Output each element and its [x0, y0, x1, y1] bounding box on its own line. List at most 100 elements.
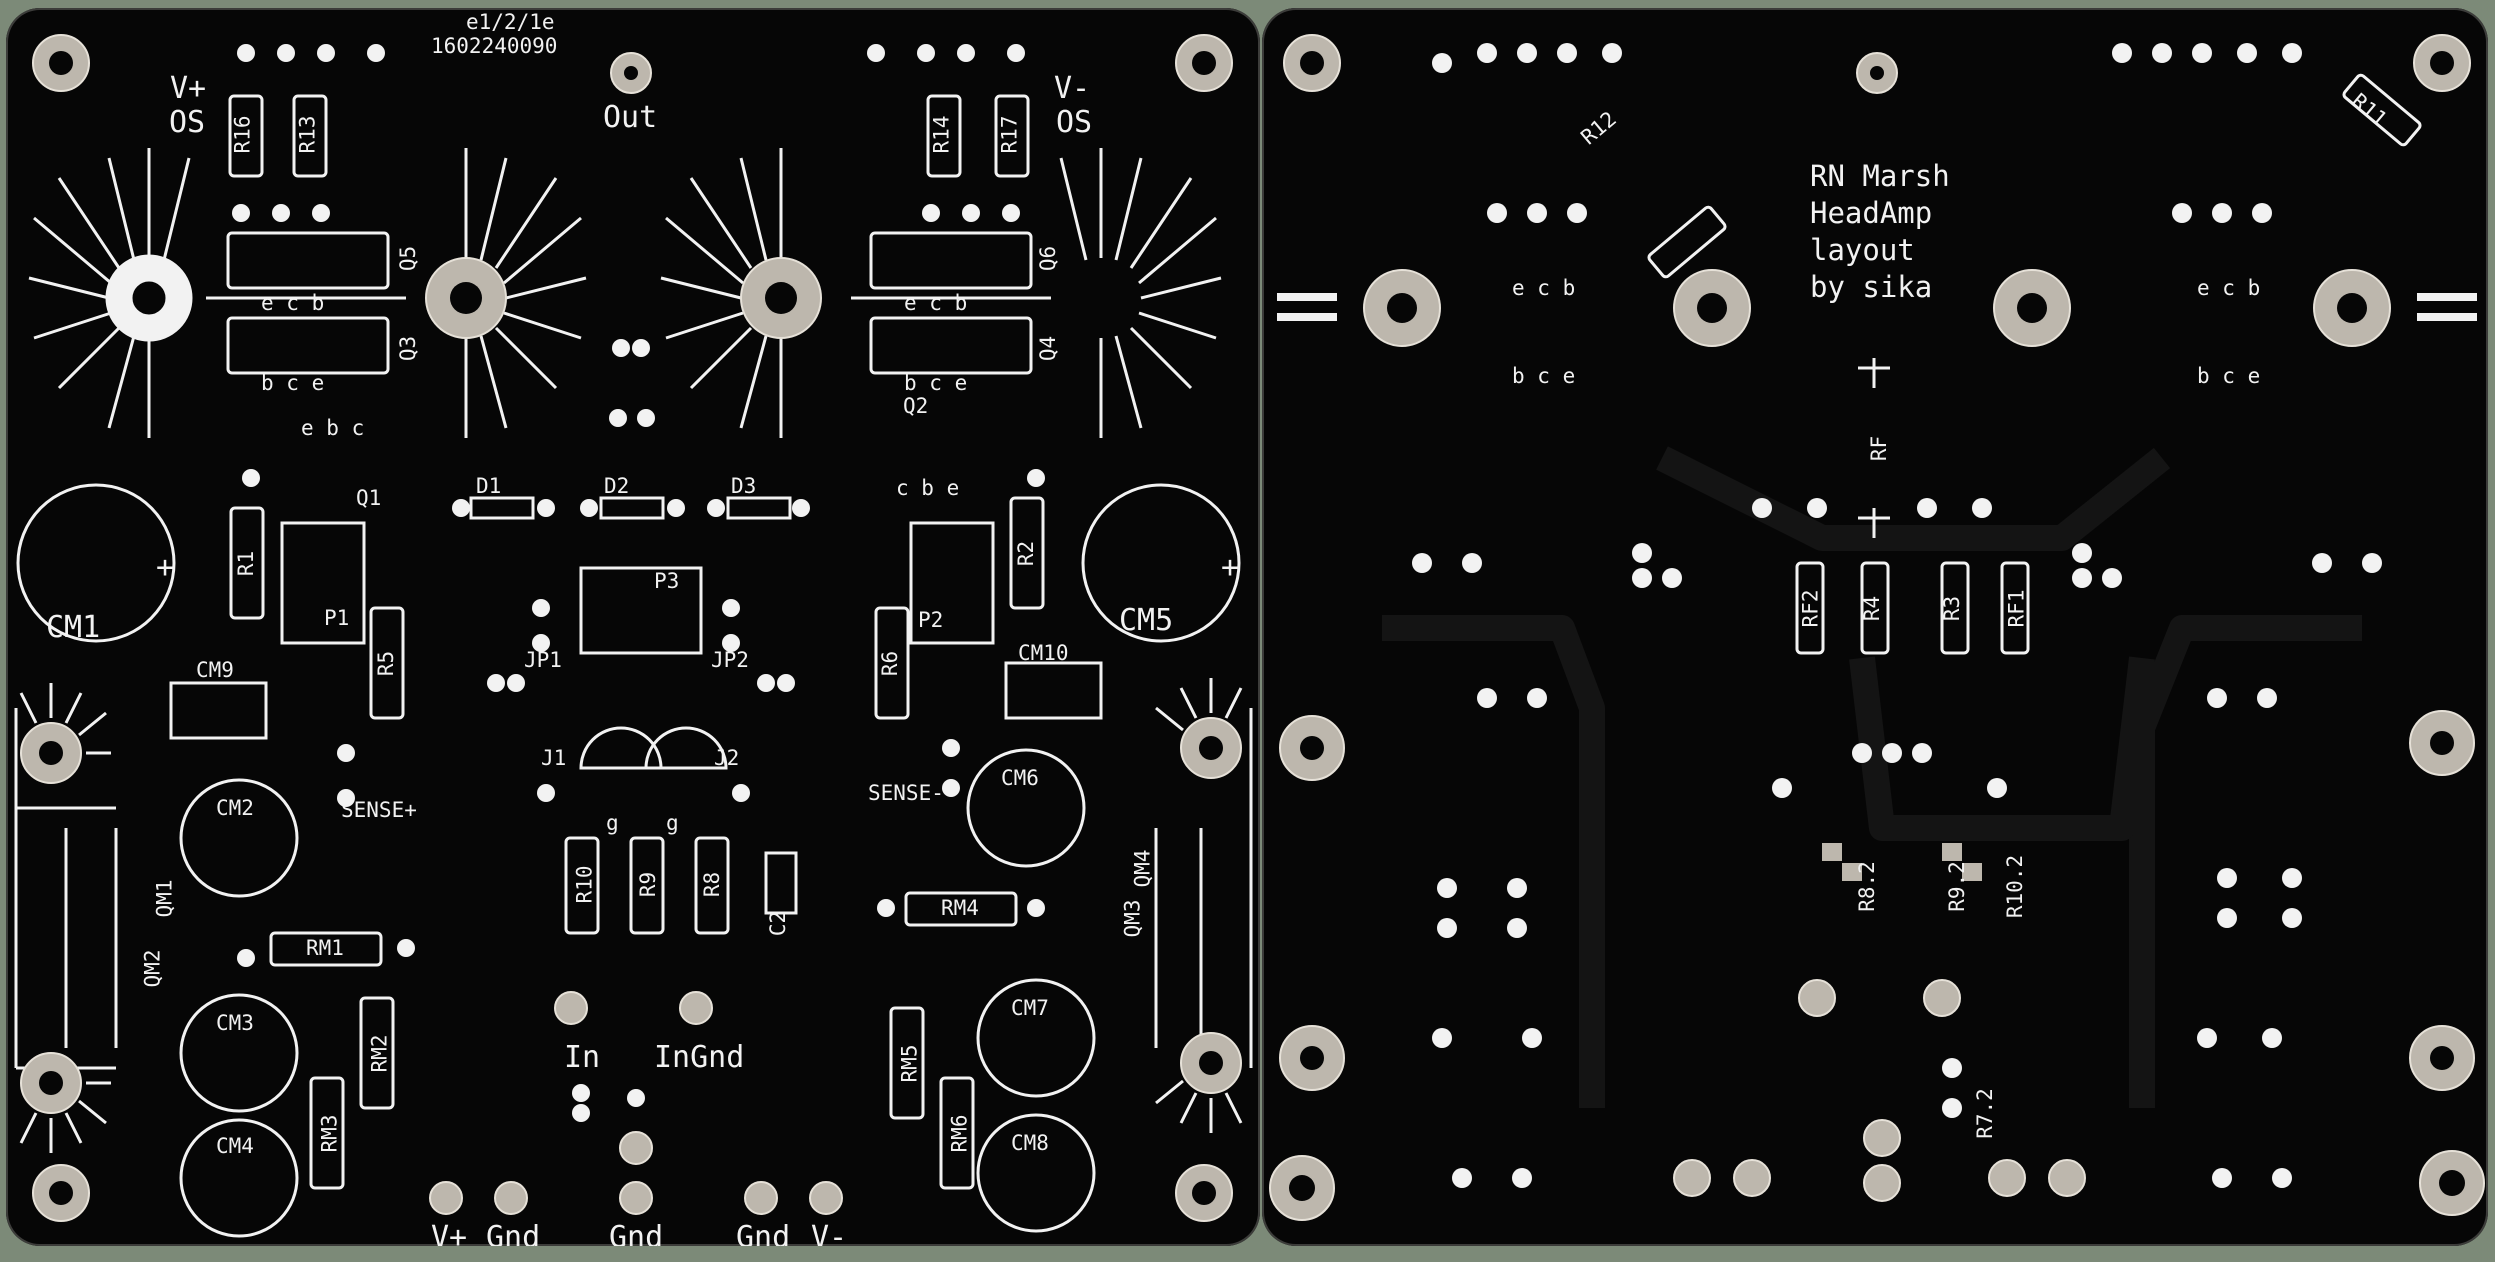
label-in: In	[564, 1040, 601, 1075]
label-d2: D2	[604, 474, 630, 498]
label-j2: J2	[714, 746, 740, 770]
label-q3: Q3	[396, 335, 421, 362]
label-q4: Q4	[1036, 335, 1061, 362]
pinout-q1: e b c	[301, 416, 365, 440]
label-r3: R3	[1940, 595, 1965, 622]
pinout-q2: c b e	[896, 476, 960, 500]
label-r7-2: R7.2	[1972, 1088, 1997, 1139]
label-r10: R10	[572, 865, 597, 904]
label-cm5: CM5	[1119, 603, 1174, 638]
label-q6: Q6	[1036, 245, 1061, 272]
label-r10-2: R10.2	[2003, 854, 2028, 919]
label-gnd-left: Gnd	[486, 1220, 541, 1247]
label-r9-2: R9.2	[1944, 861, 1969, 912]
back-copper-artwork	[1269, 34, 2485, 1221]
label-sense-plus: SENSE+	[341, 798, 417, 822]
label-p3: P3	[654, 569, 680, 593]
label-cm8: CM8	[1011, 1131, 1049, 1155]
heatsink-top-center-right	[660, 148, 783, 438]
label-vminus-bottom: V-	[811, 1220, 848, 1247]
label-rf: RF	[1867, 435, 1892, 462]
label-cm3: CM3	[216, 1011, 254, 1035]
pinout-back-right-top: e c b	[2197, 276, 2261, 300]
label-out: Out	[603, 100, 658, 135]
label-qm4: QM4	[1130, 849, 1155, 888]
label-qm3: QM3	[1120, 899, 1145, 938]
label-q2: Q2	[903, 394, 929, 418]
label-gnd-right: Gnd	[736, 1220, 791, 1247]
back-pcb: RN Marsh HeadAmp layout by sika R12 R11 …	[1262, 8, 2488, 1246]
gate-j2: g	[666, 811, 679, 835]
label-rm4: RM4	[941, 896, 979, 920]
label-rm2: RM2	[367, 1034, 392, 1073]
label-ingnd: InGnd	[654, 1040, 745, 1075]
heatsink-top-left	[28, 148, 193, 438]
pinout-q6: e c b	[904, 291, 968, 315]
label-cm9: CM9	[196, 658, 234, 682]
label-rf2: RF2	[1798, 589, 1823, 628]
label-jp2: JP2	[711, 648, 749, 672]
label-q1: Q1	[356, 486, 382, 510]
heatsink-top-right	[1059, 148, 1222, 438]
label-cm10: CM10	[1018, 641, 1069, 665]
label-r4: R4	[1860, 595, 1885, 622]
front-date-code: e1/2/1e	[466, 10, 555, 34]
front-serial-number: 1602240090	[431, 34, 558, 58]
label-p1: P1	[324, 606, 350, 630]
label-cm1: CM1	[46, 610, 101, 645]
label-gnd-mid: Gnd	[609, 1220, 664, 1247]
label-r8-2: R8.2	[1854, 861, 1879, 912]
label-r5: R5	[374, 650, 399, 677]
label-vplus-bottom: V+	[431, 1220, 468, 1247]
label-r13: R13	[295, 115, 320, 154]
label-jp1: JP1	[524, 648, 562, 672]
label-sense-minus: SENSE-	[868, 781, 944, 805]
label-j1: J1	[541, 746, 567, 770]
credit-line-1: RN Marsh	[1810, 159, 1950, 193]
label-cm6: CM6	[1001, 766, 1039, 790]
label-r2: R2	[1014, 540, 1039, 567]
label-r9: R9	[636, 871, 661, 898]
label-vminus-top: V-	[1054, 71, 1091, 106]
plus-cm5: +	[1221, 550, 1240, 585]
pinout-back-left-bottom: b c e	[1512, 364, 1576, 388]
pinout-back-left-top: e c b	[1512, 276, 1576, 300]
label-q5: Q5	[396, 245, 421, 272]
credit-line-2: HeadAmp	[1810, 196, 1933, 230]
label-r16: R16	[230, 115, 255, 154]
label-cm2: CM2	[216, 796, 254, 820]
pinout-q3: b c e	[261, 371, 325, 395]
label-qm2: QM2	[140, 949, 165, 988]
label-r14: R14	[929, 115, 954, 154]
label-rm1: RM1	[306, 936, 344, 960]
label-cm7: CM7	[1011, 996, 1049, 1020]
gate-j1: g	[606, 811, 619, 835]
label-rm3: RM3	[317, 1114, 342, 1153]
label-r8: R8	[700, 871, 725, 898]
heatsink-top-center-left	[464, 148, 587, 438]
pinout-q5: e c b	[261, 291, 325, 315]
label-os-right: OS	[1056, 105, 1093, 140]
label-r6: R6	[878, 650, 903, 677]
front-pcb: e1/2/1e 1602240090 V+ OS Out V- OS R16 R…	[6, 8, 1260, 1246]
label-rm6: RM6	[947, 1114, 972, 1153]
back-credit-block: RN Marsh HeadAmp layout by sika	[1810, 158, 1950, 306]
label-rm5: RM5	[897, 1044, 922, 1083]
label-p2: P2	[918, 608, 944, 632]
label-r17: R17	[997, 115, 1022, 154]
pinout-back-right-bottom: b c e	[2197, 364, 2261, 388]
label-qm1: QM1	[152, 879, 177, 918]
credit-line-4: by sika	[1810, 270, 1933, 304]
label-d3: D3	[731, 474, 757, 498]
label-c2: C2	[766, 910, 791, 937]
pinout-q4: b c e	[904, 371, 968, 395]
credit-line-3: layout	[1810, 233, 1915, 267]
front-silkscreen-artwork	[14, 34, 1253, 1238]
label-os-left: OS	[169, 105, 206, 140]
label-rf1: RF1	[2004, 589, 2029, 628]
label-cm4: CM4	[216, 1134, 254, 1158]
plus-cm1: +	[156, 550, 175, 585]
label-r1: R1	[234, 550, 259, 577]
label-vplus-top: V+	[170, 71, 207, 106]
label-d1: D1	[476, 474, 502, 498]
